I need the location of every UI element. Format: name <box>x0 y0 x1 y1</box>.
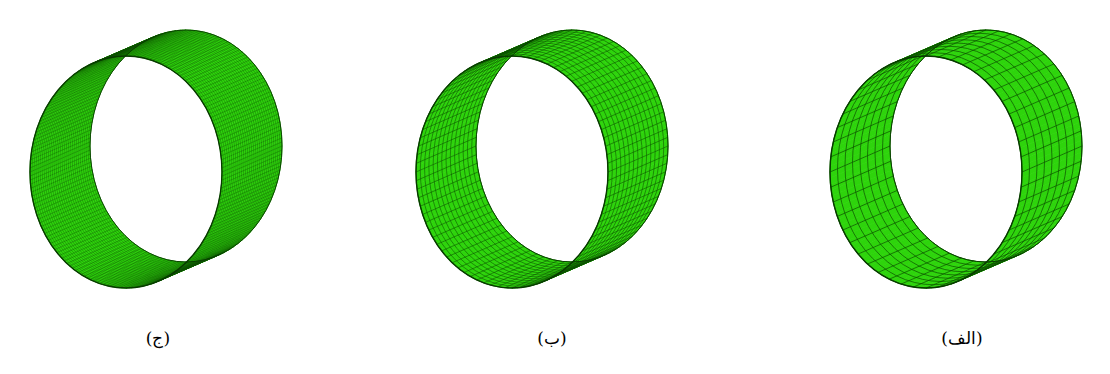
mesh-ring <box>890 30 1082 262</box>
mesh-cylinder <box>830 30 1082 288</box>
sub-figure-label: (الف) <box>941 328 982 348</box>
mesh-ring <box>476 30 668 262</box>
sub-figure-label: (ج) <box>146 328 170 348</box>
back-rim <box>890 30 1082 262</box>
sub-figure-label: (ب) <box>537 328 566 348</box>
opening <box>91 31 281 261</box>
back-rim <box>90 30 282 262</box>
front-rim <box>416 56 608 288</box>
opening <box>891 31 1081 261</box>
front-rim <box>830 56 1022 288</box>
mesh-cylinder <box>30 30 282 288</box>
mesh-ring <box>90 30 282 262</box>
opening <box>477 31 667 261</box>
back-rim <box>476 30 668 262</box>
front-rim <box>30 56 222 288</box>
mesh-cylinder <box>416 30 668 288</box>
